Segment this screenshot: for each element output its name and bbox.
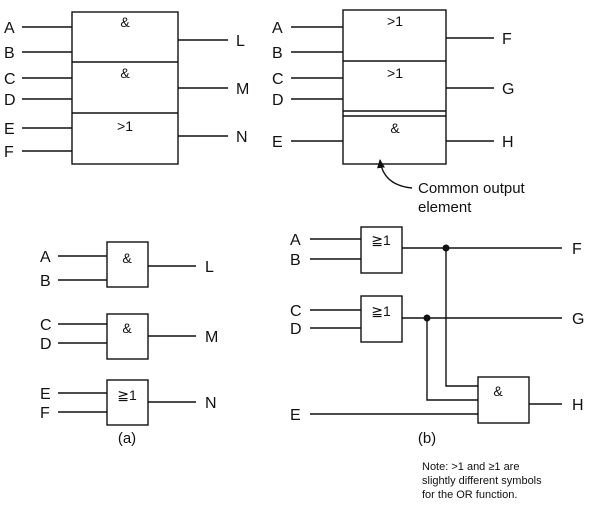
top-left-input-label-e: E [4,121,15,138]
bottom-left-output-label-l: L [205,259,214,276]
bottom-left-gate-3 [106,379,149,426]
bottom-left-input-label-b: B [40,273,51,290]
top-right-input-label-e: E [272,134,283,151]
callout-line-2: element [418,199,472,216]
top-left-input-label-d: D [4,92,16,109]
bottom-right-branch-wire-2 [426,318,478,401]
bottom-left-output-label-m: M [205,329,218,346]
top-left-input-label-c: C [4,71,16,88]
top-right-output-label-f: F [502,31,512,48]
bottom-left-input-label-e: E [40,386,51,403]
top-left-gate-symbol-3: >1 [117,118,133,134]
note-line-3: for the OR function. [422,489,517,501]
bottom-right-gate-symbol-1: ≧1 [371,232,391,248]
bottom-left-input-label-f: F [40,405,50,422]
bottom-right-input-label-e: E [290,407,301,424]
bottom-right-gate-3 [477,376,530,424]
top-right-input-label-d: D [272,92,284,109]
top-right-input-label-c: C [272,71,284,88]
top-right-combined-symbol: >1 >1 & A B C D E F G H Common output el… [272,9,526,216]
bottom-left-gate-symbol-3: ≧1 [117,387,137,403]
top-left-combined-symbol: & & >1 A B C D E F L M N [4,11,249,165]
bottom-right-output-label-g: G [572,311,584,328]
bottom-right-gate-2 [360,295,403,343]
bottom-left-separate-gates: & & ≧1 A B C D E F L M N (a) [40,241,218,447]
bottom-left-input-label-c: C [40,317,52,334]
top-right-output-label-h: H [502,134,514,151]
caption-a: (a) [118,430,136,447]
bottom-right-input-label-a: A [290,232,301,249]
bottom-right-junction-1 [442,244,450,252]
bottom-right-gate-1 [360,226,403,274]
bottom-right-junction-2 [423,314,431,322]
top-right-gate-symbol-2: >1 [387,65,403,81]
bottom-left-output-label-n: N [205,395,217,412]
bottom-left-gate-symbol-1: & [122,250,132,266]
callout-arrow [377,159,413,189]
top-left-input-label-f: F [4,144,14,161]
bottom-right-input-label-c: C [290,303,302,320]
bottom-right-branch-wire-1 [445,248,478,387]
top-right-gate-body [342,9,447,165]
note-line-2: slightly different symbols [422,475,542,487]
callout-line-1: Common output [418,180,526,197]
note-line-1: Note: >1 and ≥1 are [422,461,519,473]
top-left-gate-body [71,11,179,165]
top-left-output-label-m: M [236,81,249,98]
bottom-left-gate-symbol-2: & [122,320,132,336]
top-left-output-label-n: N [236,129,248,146]
top-left-output-label-l: L [236,33,245,50]
bottom-left-input-label-d: D [40,336,52,353]
bottom-right-input-label-d: D [290,321,302,338]
bottom-left-gate-2 [106,313,149,360]
footnote: Note: >1 and ≥1 are slightly different s… [422,461,542,501]
bottom-left-input-label-a: A [40,249,51,266]
bottom-right-gate-symbol-2: ≧1 [371,303,391,319]
top-right-input-label-a: A [272,20,283,37]
top-left-gate-symbol-1: & [120,14,130,30]
bottom-left-gate-1 [106,241,149,288]
caption-b: (b) [418,430,436,447]
top-right-gate-symbol-3: & [390,120,400,136]
bottom-right-output-label-h: H [572,397,584,414]
bottom-right-gate-symbol-3: & [493,383,503,399]
bottom-right-separate-gates: ≧1 ≧1 & A B C D E F G H (b) [290,226,584,447]
top-left-gate-symbol-2: & [120,65,130,81]
top-left-input-label-b: B [4,45,15,62]
top-right-input-label-b: B [272,45,283,62]
top-right-gate-symbol-1: >1 [387,13,403,29]
bottom-right-output-label-f: F [572,241,582,258]
bottom-right-input-label-b: B [290,252,301,269]
top-left-input-label-a: A [4,20,15,37]
top-right-output-label-g: G [502,81,514,98]
